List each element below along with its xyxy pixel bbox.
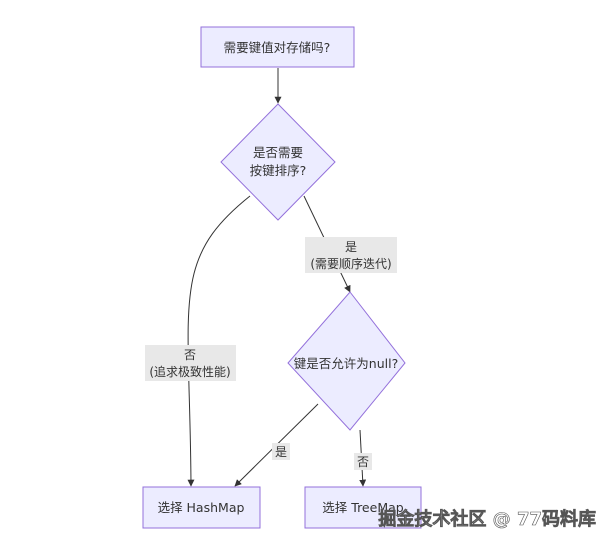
null-decision-node: 键是否允许为null? <box>287 291 406 431</box>
null-no-label: 否 <box>354 453 372 470</box>
sort-no-label-line-1: 否 <box>184 348 196 362</box>
sort-decision-node: 是否需要 按键排序? <box>220 103 336 221</box>
sort-yes-label-line-1: 是 <box>345 240 357 254</box>
sort-no-label-line-2: (追求极致性能) <box>149 364 230 379</box>
watermark: 掘金技术社区 @ 77码料库 <box>378 508 596 531</box>
sort-no-label: 否 (追求极致性能) <box>145 345 236 381</box>
sort-decision-line-2: 按键排序? <box>250 163 307 178</box>
treemap-node: 选择 TreeMap <box>304 486 422 529</box>
watermark-text: 掘金技术社区 @ 77码料库 <box>378 508 596 530</box>
start-node: 需要键值对存储吗? <box>200 26 355 68</box>
hashmap-node: 选择 HashMap <box>142 486 261 529</box>
edge-sort-no <box>187 195 251 487</box>
sort-yes-label-line-2: (需要顺序迭代) <box>310 256 391 271</box>
null-yes-label: 是 <box>272 443 290 460</box>
hashmap-node-label: 选择 HashMap <box>158 500 245 515</box>
sort-yes-label: 是 (需要顺序迭代) <box>305 237 397 273</box>
sort-decision-line-1: 是否需要 <box>253 145 303 160</box>
start-node-label: 需要键值对存储吗? <box>224 40 331 55</box>
null-decision-label: 键是否允许为null? <box>294 356 398 371</box>
null-yes-label-text: 是 <box>275 445 287 459</box>
null-no-label-text: 否 <box>357 455 369 469</box>
treemap-node-label: 选择 TreeMap <box>322 500 403 515</box>
